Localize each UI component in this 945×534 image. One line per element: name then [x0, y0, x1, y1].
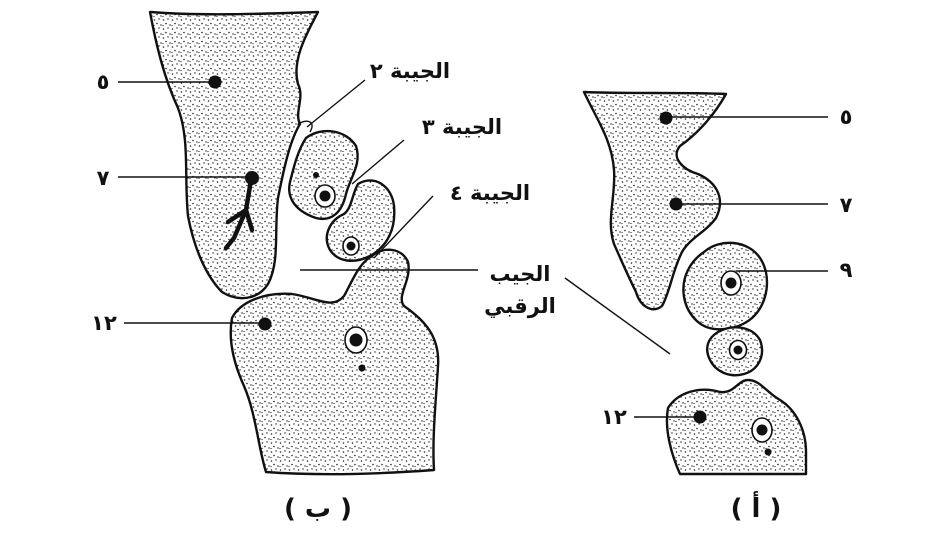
figure-a-small-dot	[764, 448, 772, 456]
figure-b-label-pouch-2: الجيبة ٢	[370, 59, 450, 83]
figure-b-branch-vessel	[223, 171, 259, 251]
figure-b-label-pouch-4: الجيبة ٤	[450, 181, 530, 205]
figure-b-lower-mass	[229, 248, 440, 476]
figure-a-dot-5	[659, 111, 673, 125]
figure-b-label-12: ١٢	[91, 311, 117, 335]
figure-b-upper-mass	[148, 10, 320, 300]
figure-b-small-dot-b	[358, 364, 366, 372]
figure-b-cell-lower	[344, 326, 368, 354]
figure-b: ٥ ٧ ١٢ الجيبة ٢ الجيبة ٣ الجيبة ٤ الجيب …	[91, 10, 556, 524]
figure-a-caption: ( أ )	[731, 491, 782, 524]
figure-a-label-12: ١٢	[601, 405, 627, 429]
figure-a-lower-mass	[665, 378, 808, 476]
figure-b-leader-pouch-3	[351, 139, 405, 185]
figure-b-leader-pouch-2	[306, 79, 366, 128]
figure-a-label-5: ٥	[840, 105, 853, 129]
figure-b-label-pouch-3: الجيبة ٣	[422, 115, 502, 139]
figure-b-leader-pouch-4	[373, 195, 434, 259]
figure-a-label-9: ٩	[840, 258, 853, 282]
figure-b-dot-12	[258, 317, 272, 331]
figure-a: ٥ ٧ ٩ ١٢ ( أ )	[564, 90, 853, 524]
figure-b-label-cervical-sinus-2: الرقبي	[484, 294, 556, 318]
figure-b-small-dot-a	[313, 172, 319, 178]
figure-b-label-7: ٧	[97, 166, 110, 190]
figure-a-cell-9	[720, 270, 742, 296]
figure-b-cell-pouch-3	[314, 184, 336, 208]
figure-a-leader-cervical-sinus	[564, 277, 671, 355]
figure-b-pouch-3	[288, 129, 359, 221]
figure-a-upper-mass	[582, 90, 728, 311]
figure-b-caption: ( ب )	[284, 494, 352, 524]
figure-a-cell-small	[728, 339, 748, 361]
figure-b-pouch-2-notch	[297, 120, 313, 133]
figure-b-label-cervical-sinus-1: الجيب	[489, 262, 550, 286]
figure-a-cell-lower	[751, 417, 773, 443]
figure-a-label-7: ٧	[840, 193, 853, 217]
figure-b-cell-pouch-4	[342, 236, 360, 256]
figure-b-label-5: ٥	[97, 70, 110, 94]
